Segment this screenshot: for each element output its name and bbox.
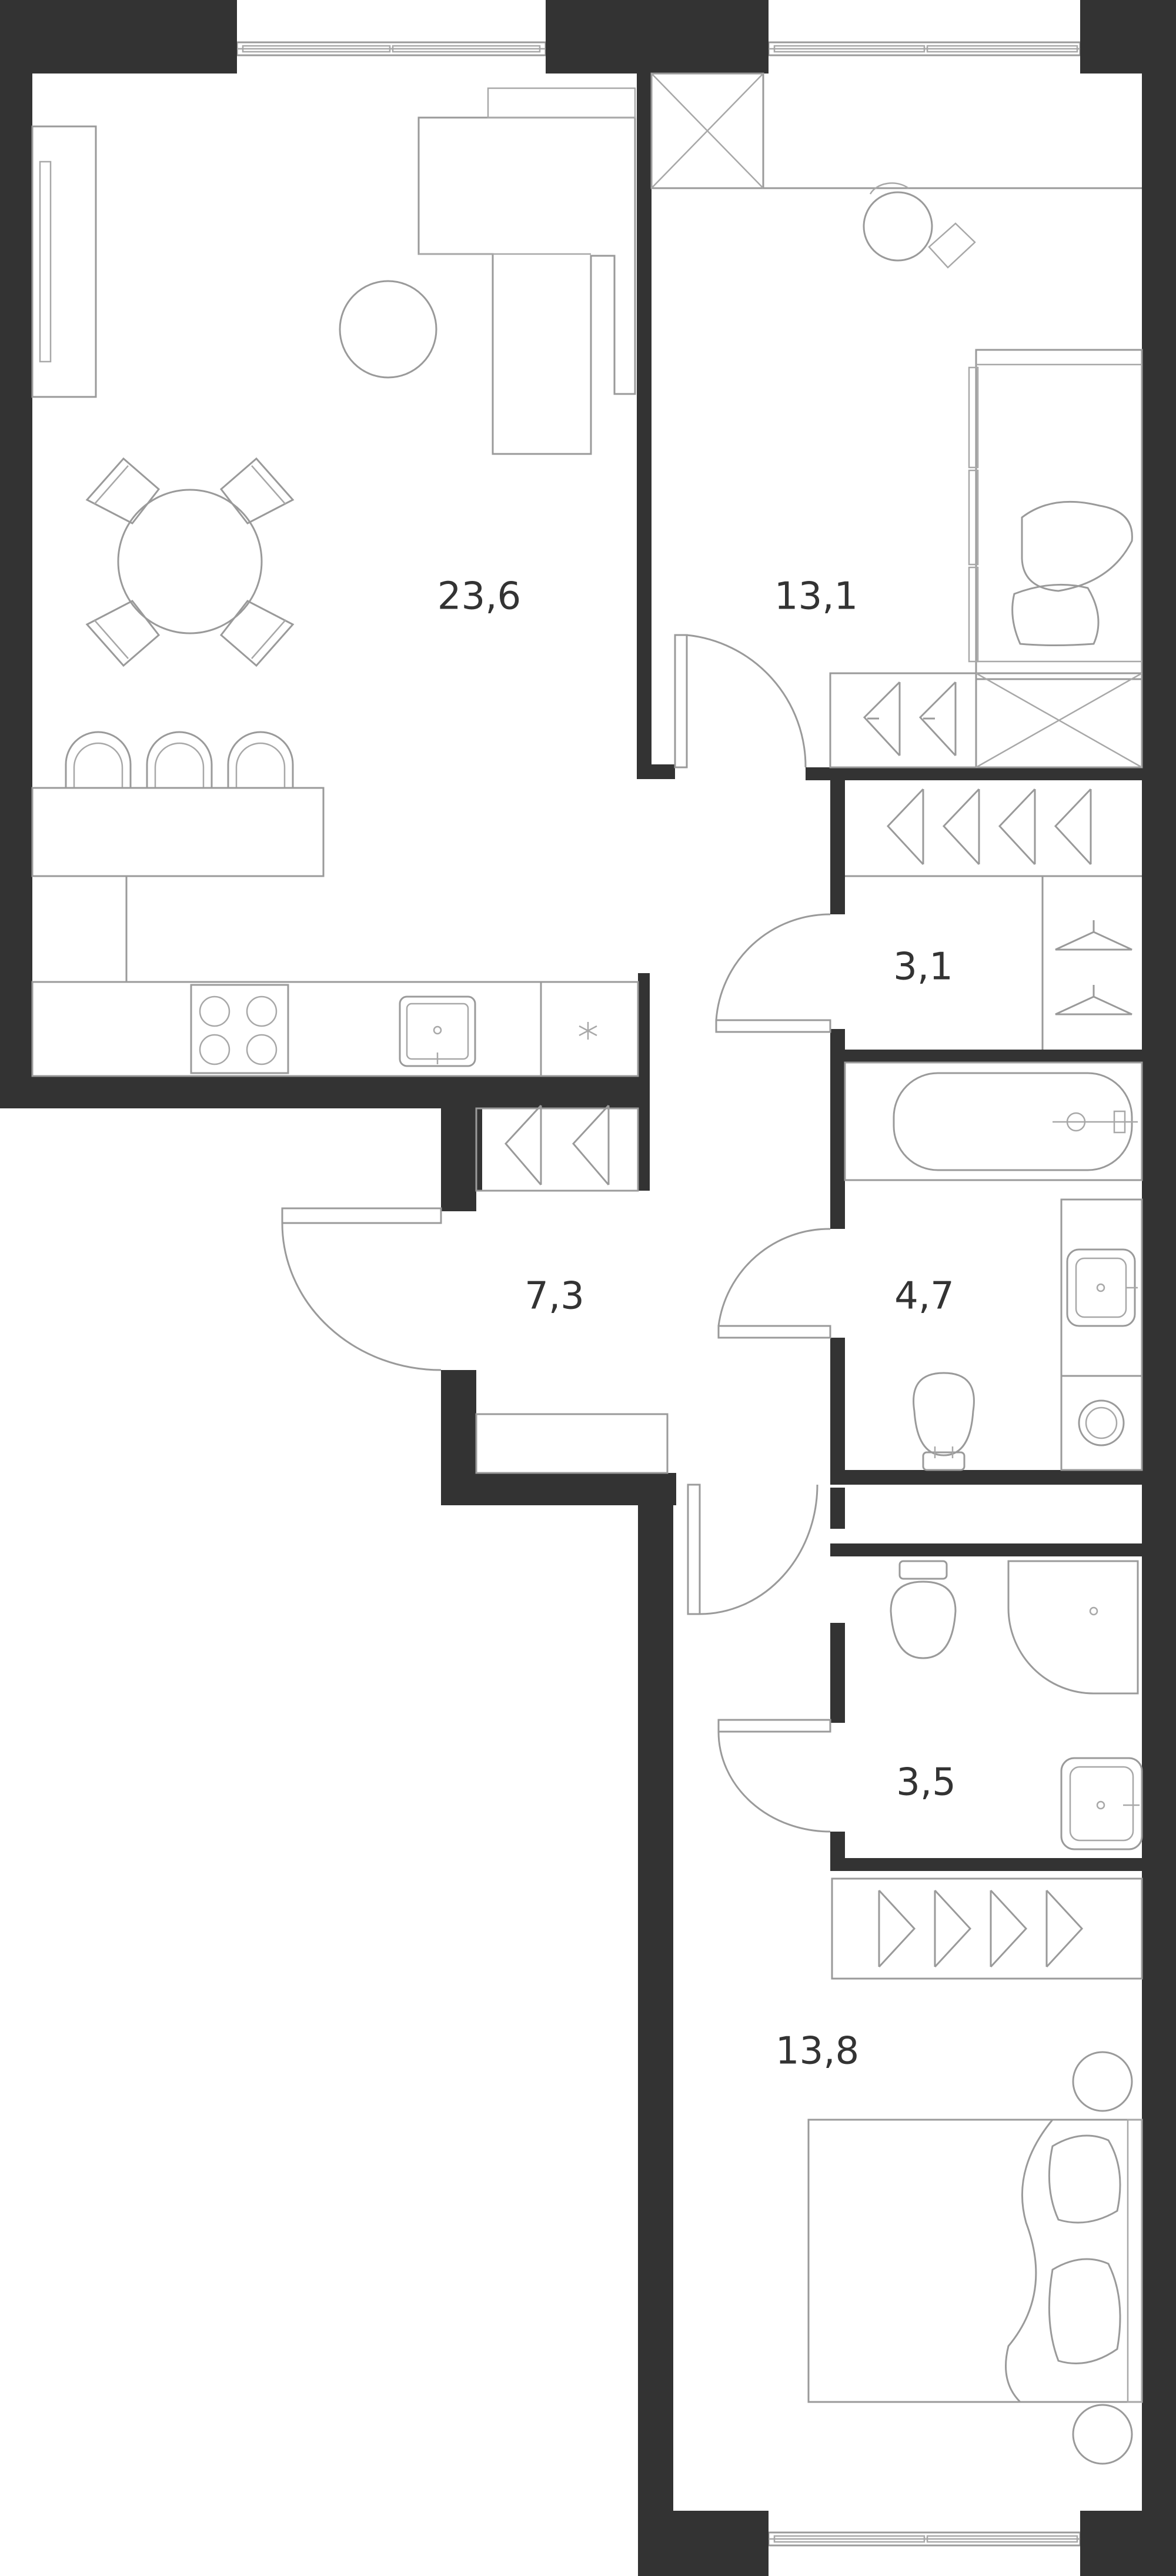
desk-chair-icon: [863, 182, 976, 269]
bar-stool-icon: [227, 731, 294, 788]
room-area-living-kitchen: 23,6: [437, 575, 522, 619]
toilet-icon: [913, 1372, 975, 1471]
window-icon: [767, 41, 1081, 56]
hanger-icon: [1041, 876, 1132, 1050]
window-icon: [767, 2531, 1081, 2547]
chair-icon: [219, 457, 295, 524]
hanger-icon: [475, 1104, 639, 1192]
bar-stool-icon: [65, 731, 132, 788]
pillow-icon: [1048, 2134, 1121, 2364]
toilet-icon: [890, 1560, 957, 1659]
kitchen-counter: [31, 981, 639, 1077]
room-area-bedroom-1: 13,1: [774, 575, 858, 619]
round-table-icon: [117, 489, 263, 634]
sink-icon: [1060, 1757, 1143, 1850]
door-icon: [715, 913, 831, 1033]
door-icon: [674, 634, 807, 769]
room-area-bathroom: 4,7: [894, 1275, 954, 1318]
shower-tray-icon: [1007, 1560, 1139, 1695]
hanger-icon: [845, 788, 1142, 877]
room-area-bedroom-2: 13,8: [776, 2030, 860, 2073]
vanity-counter: [1060, 1198, 1143, 1471]
bar-stool-icon: [146, 731, 213, 788]
refrigerator-icon: [540, 982, 597, 1076]
sink-icon: [1066, 1248, 1138, 1327]
window-icon: [236, 41, 547, 56]
sofa-icon: [417, 87, 636, 455]
chair-icon: [85, 600, 161, 667]
shoe-cabinet: [475, 1413, 669, 1474]
bar-counter: [31, 787, 325, 877]
room-area-hallway: 7,3: [524, 1275, 584, 1318]
washing-machine-icon: [1078, 1399, 1125, 1446]
wardrobe-shelf: [831, 1877, 1143, 1980]
nightstand-icon: [1072, 2404, 1133, 2465]
door-icon: [281, 1207, 442, 1371]
chair-icon: [219, 600, 295, 667]
pillow-icon: [1011, 500, 1133, 646]
stove-icon: [190, 984, 289, 1074]
wall-unit: [31, 125, 97, 398]
bathtub-icon: [844, 1061, 1143, 1181]
door-icon: [687, 1484, 818, 1615]
hanger-icon: [878, 1889, 1084, 1968]
nightstand-icon: [1072, 2051, 1133, 2112]
hanger-icon: [863, 681, 957, 757]
bed-icon: [807, 2119, 1143, 2403]
bed-icon: [968, 349, 1143, 680]
chair-icon: [85, 457, 161, 524]
coffee-table-icon: [339, 280, 437, 379]
door-icon: [717, 1719, 831, 1833]
sink-icon: [399, 995, 476, 1067]
door-icon: [717, 1228, 831, 1339]
wardrobe-shelf: [829, 672, 1143, 769]
room-area-shower-room: 3,5: [896, 1761, 956, 1805]
room-area-wardrobe: 3,1: [893, 945, 953, 989]
wardrobe-cabinet: [650, 72, 1142, 189]
